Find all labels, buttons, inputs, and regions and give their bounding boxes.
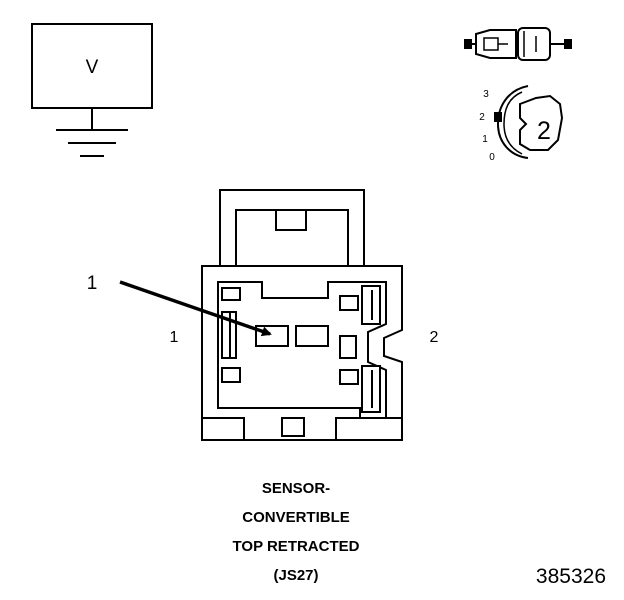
voltage-ground-symbol: V (31, 23, 153, 157)
bottom-foot-left (201, 417, 245, 441)
scale-label-0: 0 (489, 152, 495, 163)
connector-face (201, 189, 403, 441)
callout-arrow (119, 280, 272, 337)
terminal-2 (295, 325, 329, 347)
latch-tab (275, 209, 307, 231)
scale-label-2: 2 (479, 112, 485, 123)
caption-line-1: SENSOR- (261, 480, 331, 497)
connector-side-view-icon (464, 27, 572, 61)
caption-line-3: TOP RETRACTED (232, 538, 360, 555)
caption-line-2: CONVERTIBLE (242, 509, 350, 526)
terminal-cavity (217, 281, 387, 425)
bottom-foot-right (335, 417, 403, 441)
side-label-right: 2 (430, 329, 439, 346)
scale-label-3: 3 (483, 89, 489, 100)
caption-line-4: (JS27) (273, 567, 319, 584)
scale-label-1: 1 (482, 134, 488, 145)
voltage-label: V (86, 57, 99, 78)
side-label-left: 1 (170, 329, 179, 346)
callout-number: 1 (87, 273, 98, 294)
figure-number: 385326 (535, 565, 606, 588)
bottom-key (281, 417, 305, 437)
view-number: 2 (537, 117, 551, 145)
connector-front-view-icon: 2 3 2 1 0 (479, 85, 564, 163)
